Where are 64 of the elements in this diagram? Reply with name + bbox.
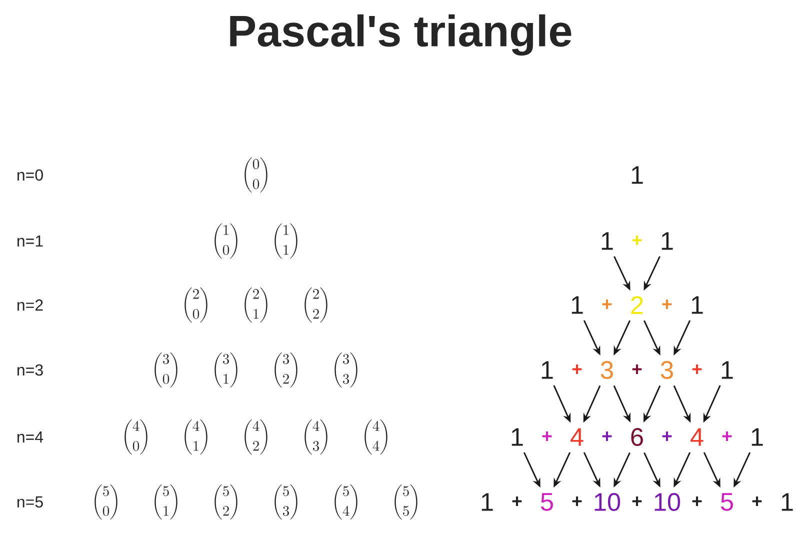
binomial-coefficient: $\binom{2}{0}$	[184, 287, 208, 322]
plus-sign: +	[572, 496, 582, 506]
number: 2	[631, 296, 643, 314]
number: 1	[632, 166, 643, 184]
binomial-coefficient: $\binom{3}{3}$	[334, 352, 358, 388]
binomial-coefficient: $\binom{4}{0}$	[124, 419, 148, 454]
number: 1	[782, 493, 793, 511]
row-label: n=5	[18, 496, 43, 508]
binomial-coefficient: $\binom{1}{1}$	[274, 223, 298, 258]
plus-sign: +	[542, 432, 552, 442]
number: 4	[570, 428, 584, 446]
binomial-coefficient: $\binom{3}{0}$	[154, 352, 178, 388]
number: 1	[722, 361, 733, 379]
plus-sign: +	[662, 300, 672, 310]
number: 1	[662, 232, 673, 250]
binomial-coefficient: $\binom{0}{0}$	[244, 157, 268, 192]
number: 1	[602, 232, 613, 250]
plus-sign: +	[632, 236, 642, 246]
binomial-coefficient: $\binom{1}{0}$	[214, 223, 238, 258]
number: 3	[660, 361, 673, 379]
plus-sign: +	[602, 300, 612, 310]
binomial-coefficient: $\binom{4}{3}$	[304, 419, 328, 454]
row-label: n=3	[18, 364, 43, 376]
plus-sign: +	[572, 364, 582, 374]
number: 5	[720, 493, 733, 511]
binomial-coefficient: $\binom{4}{2}$	[244, 419, 268, 454]
number: 6	[631, 428, 643, 446]
binomial-coefficient: $\binom{5}{1}$	[154, 484, 178, 520]
binomial-coefficient: $\binom{3}{2}$	[274, 352, 298, 388]
plus-sign: +	[692, 496, 702, 506]
number: 3	[600, 361, 613, 379]
plus-sign: +	[692, 364, 702, 374]
number: 4	[690, 428, 704, 446]
binomial-coefficient: $\binom{2}{2}$	[304, 287, 328, 322]
plus-sign: +	[602, 432, 612, 442]
number: 1	[572, 296, 583, 314]
binomial-coefficient: $\binom{5}{0}$	[94, 484, 118, 520]
row-label: n=2	[18, 299, 43, 311]
binomial-coefficient: $\binom{5}{4}$	[334, 484, 358, 520]
plus-sign: +	[722, 432, 732, 442]
number: 1	[482, 493, 493, 511]
number: 10	[594, 493, 620, 511]
plus-sign: +	[632, 364, 642, 374]
row-label: n=1	[18, 236, 43, 246]
binomial-coefficient: $\binom{3}{1}$	[214, 352, 238, 388]
number: 5	[540, 493, 553, 511]
binomial-coefficient: $\binom{4}{1}$	[184, 419, 208, 454]
binomial-coefficient: $\binom{2}{1}$	[244, 287, 268, 322]
number: 1	[752, 428, 763, 446]
binomial-coefficient: $\binom{5}{3}$	[274, 484, 298, 520]
plus-sign: +	[632, 496, 642, 506]
title: Pascal's triangle	[230, 14, 572, 56]
number: 10	[654, 493, 680, 511]
plus-sign: +	[752, 496, 762, 506]
plus-sign: +	[512, 496, 522, 506]
plus-sign: +	[662, 432, 672, 442]
binomial-coefficient: $\binom{5}{5}$	[394, 484, 418, 520]
number: 1	[542, 361, 553, 379]
number: 1	[692, 296, 703, 314]
binomial-coefficient: $\binom{5}{2}$	[214, 484, 238, 520]
row-label: n=4	[18, 432, 44, 442]
binomial-coefficient: $\binom{4}{4}$	[364, 419, 388, 454]
row-label: n=0	[18, 169, 43, 181]
number: 1	[512, 428, 523, 446]
